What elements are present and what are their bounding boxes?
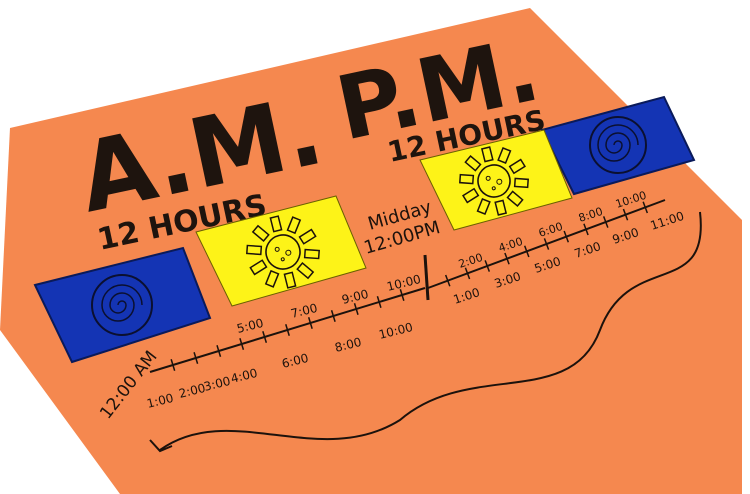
photo-scene: A.M. 12 HOURS P.M. 12 HOURS Midday 12:00… [0,0,750,494]
